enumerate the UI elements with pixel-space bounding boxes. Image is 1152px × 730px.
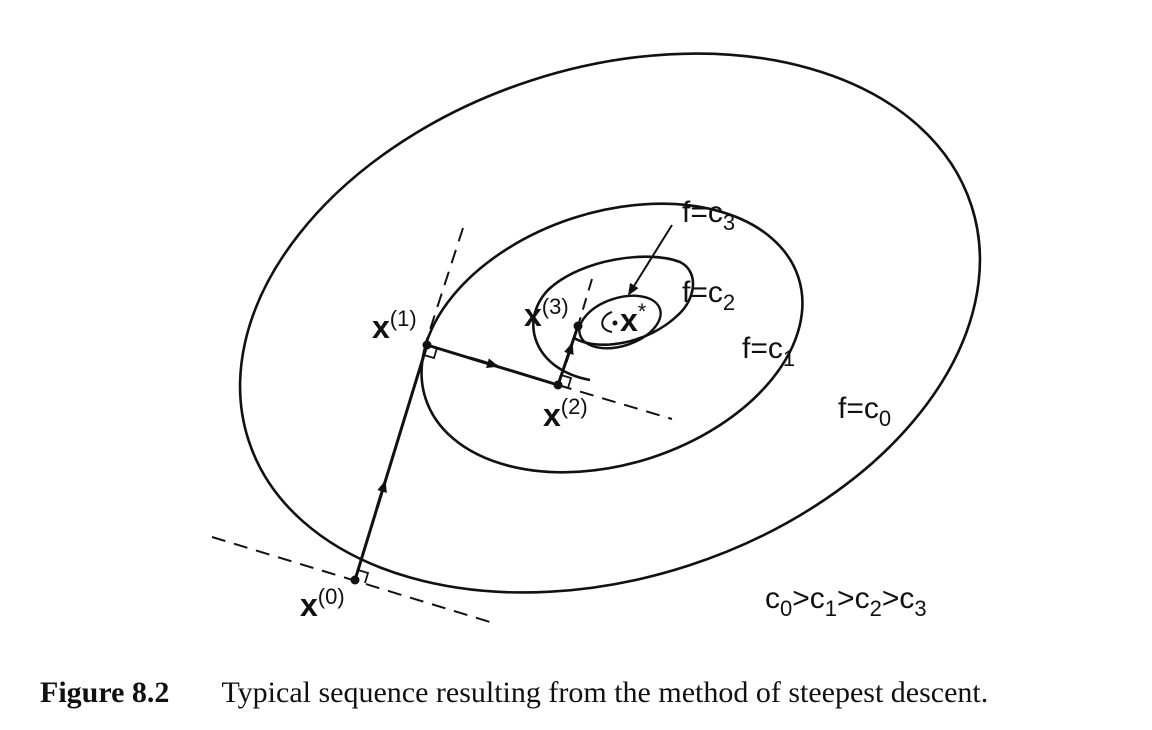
right-angle-x1 bbox=[423, 347, 438, 360]
arrow-x0-x1 bbox=[375, 480, 387, 509]
point-x0 bbox=[350, 575, 360, 585]
label-x2: x(2) bbox=[543, 394, 588, 433]
contour-c3 bbox=[578, 294, 662, 350]
optimum-inner-arc bbox=[601, 311, 613, 333]
right-angle-x2 bbox=[560, 374, 573, 389]
ordering-relation: c0>c1>c2>c3 bbox=[765, 582, 927, 621]
label-x1: x(1) bbox=[372, 306, 417, 345]
label-optimum: x* bbox=[620, 299, 647, 338]
point-x3 bbox=[573, 321, 583, 331]
right-angle-x0 bbox=[357, 569, 370, 584]
step-x0-x1 bbox=[353, 344, 429, 581]
caption-text: Typical sequence resulting from the meth… bbox=[221, 676, 989, 709]
figure-caption: Figure 8.2 Typical sequence resulting fro… bbox=[40, 676, 1130, 710]
steepest-descent-diagram: x(0) x(1) x(2) x(3) x* f=c3 f=c2 f=c1 f=… bbox=[211, 52, 982, 623]
arrow-x1-x2 bbox=[469, 356, 499, 368]
label-x0: x(0) bbox=[300, 584, 345, 623]
label-contour-c1: f=c1 bbox=[742, 332, 795, 371]
point-optimum bbox=[612, 320, 618, 326]
pointer-c3 bbox=[627, 224, 673, 296]
point-x1 bbox=[422, 340, 432, 350]
label-x3: x(3) bbox=[524, 294, 569, 333]
label-contour-c2: f=c2 bbox=[682, 276, 735, 315]
label-contour-c0: f=c0 bbox=[838, 392, 891, 431]
tangent-line-x2 bbox=[557, 384, 673, 420]
contour-c0 bbox=[238, 52, 982, 594]
contour-c1 bbox=[420, 202, 804, 474]
arrow-x2-x3 bbox=[564, 342, 574, 363]
tangent-line-x3 bbox=[577, 278, 593, 327]
point-x2 bbox=[553, 380, 563, 390]
label-contour-c3: f=c3 bbox=[682, 196, 735, 235]
tangent-line-x1 bbox=[424, 227, 464, 346]
caption-label: Figure 8.2 bbox=[40, 676, 170, 709]
